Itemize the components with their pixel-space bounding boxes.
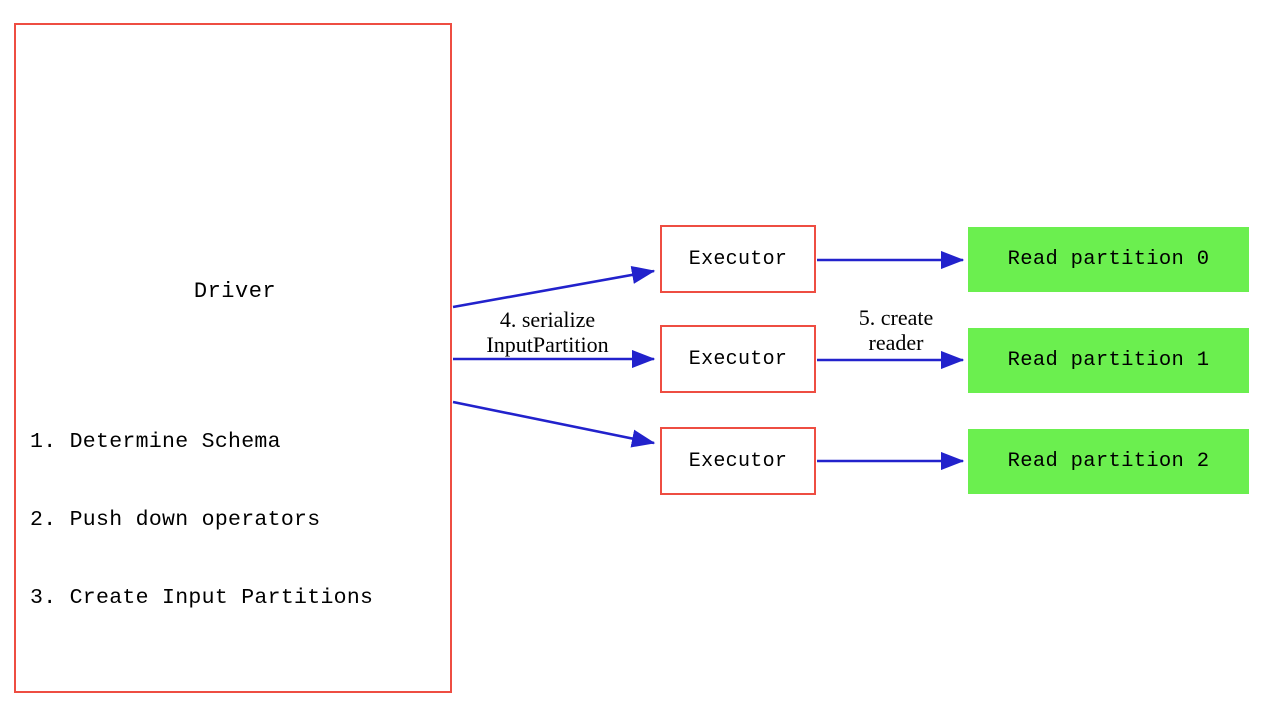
read-partition-label-0: Read partition 0 — [1007, 248, 1210, 271]
arrow-driver-to-executor-0 — [452, 265, 656, 309]
arrow-label-create-reader: 5. create reader — [826, 305, 966, 355]
arrow-label-serialize-line-1: 4. serialize — [499, 307, 596, 332]
executor-label-2: Executor — [688, 449, 788, 473]
executor-label-0: Executor — [688, 247, 788, 271]
read-partition-label-1: Read partition 1 — [1007, 349, 1210, 372]
driver-box: Driver 1. Determine Schema 2. Push down … — [14, 23, 452, 693]
driver-step-1: 1. Determine Schema — [30, 430, 281, 454]
executor-box-1: Executor — [660, 325, 816, 393]
arrow-label-serialize-input-partition: 4. serialize InputPartition — [455, 307, 640, 357]
arrow-label-create-reader-line-1: 5. create — [858, 305, 934, 330]
read-partition-box-0: Read partition 0 — [968, 227, 1249, 292]
read-partition-label-2: Read partition 2 — [1007, 450, 1210, 473]
read-partition-box-2: Read partition 2 — [968, 429, 1249, 494]
driver-title: Driver — [193, 279, 277, 304]
driver-step-3: 3. Create Input Partitions — [30, 586, 374, 610]
driver-steps-list: 1. Determine Schema 2. Push down operato… — [30, 377, 373, 663]
arrow-label-serialize-line-2: InputPartition — [486, 332, 609, 357]
read-partition-box-1: Read partition 1 — [968, 328, 1249, 393]
driver-step-2: 2. Push down operators — [30, 508, 321, 532]
executor-label-1: Executor — [688, 347, 788, 371]
executor-box-0: Executor — [660, 225, 816, 293]
arrow-label-create-reader-line-2: reader — [868, 330, 924, 355]
arrow-driver-to-executor-2 — [452, 400, 656, 448]
executor-box-2: Executor — [660, 427, 816, 495]
